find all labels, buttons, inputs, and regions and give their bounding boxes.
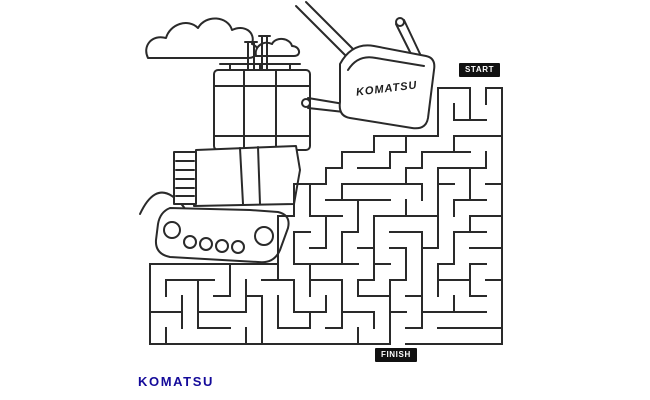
tracks [154,207,290,264]
maze-start-label: START [459,63,501,77]
komatsu-logo: KOMATSU [138,374,214,389]
maze-finish-label: FINISH [375,348,417,362]
blade-arm [301,97,345,113]
cab [213,63,311,151]
maze-walls [149,87,503,345]
radiator-grill [173,151,197,205]
cloud-shape [145,17,259,59]
track-wheels [163,221,274,254]
blade [338,44,436,130]
bulldozer-illustration [154,1,436,264]
cab-windows [213,69,311,151]
blade-inner-line [347,56,425,71]
engine-body [193,145,301,207]
